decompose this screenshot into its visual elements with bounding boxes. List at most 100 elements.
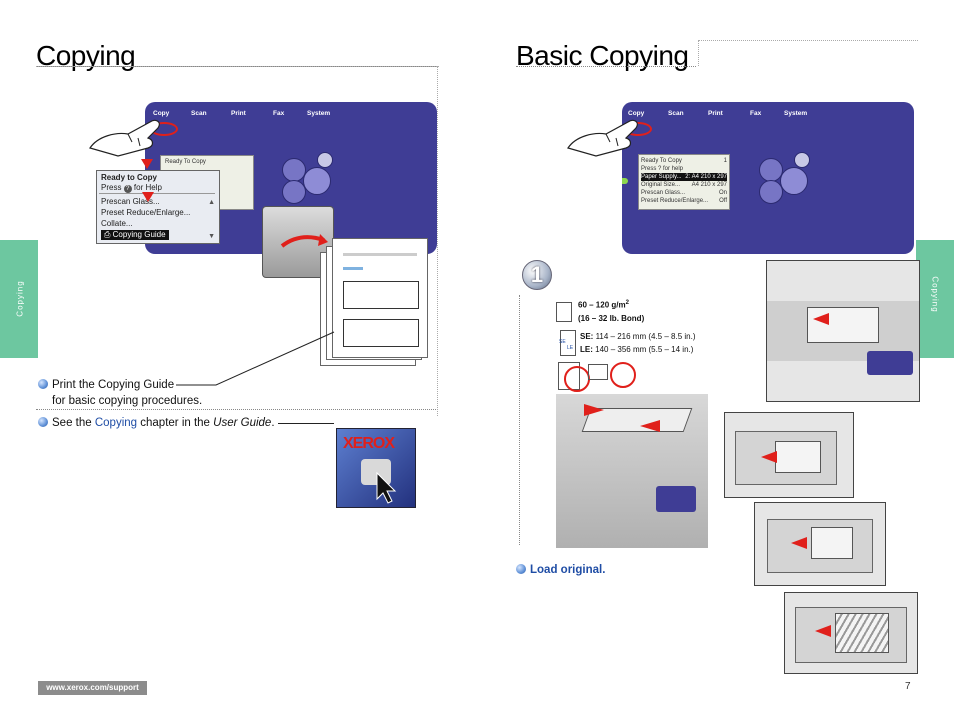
menu-item-prescan[interactable]: Prescan Glass... xyxy=(101,197,160,206)
panel-tabs: Copy Scan Print Fax System xyxy=(622,110,914,124)
step-caption: Load original. xyxy=(516,562,605,578)
bullet-icon xyxy=(516,564,526,574)
paper-size-icon: SE LE xyxy=(559,330,576,356)
original-document xyxy=(811,527,853,559)
menu-item-copying-guide[interactable]: ⎙ Copying Guide xyxy=(101,230,169,240)
support-url[interactable]: www.xerox.com/support xyxy=(38,681,147,695)
frame-right-edge xyxy=(437,66,438,416)
bullet-icon xyxy=(38,417,48,427)
scroll-down-icon: ▼ xyxy=(208,233,215,240)
original-document xyxy=(835,613,889,653)
glass-photo-1 xyxy=(766,260,920,402)
menu-item-collate[interactable]: Collate... xyxy=(101,219,133,228)
lcd-status: Ready To Copy xyxy=(165,159,206,165)
title-frame xyxy=(36,66,439,67)
le-range: LE: 140 – 356 mm (5.5 – 14 in.) xyxy=(580,345,694,354)
cursor-arrow-icon xyxy=(376,471,397,504)
side-tab-label: Copying xyxy=(930,276,940,313)
lcd-row[interactable]: Preset Reduce/Enlarge...Off xyxy=(641,198,727,204)
side-tab-left: Copying xyxy=(0,240,38,358)
guide-header-line xyxy=(343,253,417,256)
printer-icon: ⎙ xyxy=(104,230,111,239)
lcd-row-selected[interactable]: Paper Supply...2: A4 210 x 297 xyxy=(641,173,727,181)
placement-arrow-icon xyxy=(815,625,831,637)
nav-up-button[interactable] xyxy=(282,158,306,182)
side-tab-right: Copying xyxy=(916,240,954,358)
panel-tabs: Copy Scan Print Fax System xyxy=(145,110,437,124)
callout-line-1 xyxy=(176,331,335,386)
guide-accent-bar xyxy=(343,267,363,270)
down-arrow-icon-2 xyxy=(142,192,154,202)
menu-item-reduce-enlarge[interactable]: Preset Reduce/Enlarge... xyxy=(101,208,191,217)
hand-pointer-icon xyxy=(567,119,638,157)
tab-fax[interactable]: Fax xyxy=(750,110,762,117)
tab-print[interactable]: Print xyxy=(231,110,246,117)
bullet-print-guide-cont: for basic copying procedures. xyxy=(52,395,203,407)
page-number: 7 xyxy=(905,681,911,692)
tab-fax[interactable]: Fax xyxy=(273,110,285,117)
paper-icon xyxy=(556,302,572,322)
frame-top-right xyxy=(698,40,918,41)
nav-down-button[interactable] xyxy=(282,180,306,204)
lcd-row[interactable]: Original Size...A4 210 x 297 xyxy=(641,182,727,188)
placement-arrow-icon xyxy=(761,451,777,463)
output-arrow-icon xyxy=(280,234,328,248)
no-photos-icon xyxy=(564,366,590,392)
zoom-status-line2: Press ? for Help xyxy=(101,183,162,193)
step-illustration: 60 – 120 g/m2 (16 – 32 lb. Bond) SE LE S… xyxy=(556,298,708,548)
paper-weight-line1: 60 – 120 g/m2 xyxy=(578,300,629,310)
down-arrow-icon xyxy=(141,159,153,169)
zoom-divider xyxy=(99,193,215,194)
nav-down-button[interactable] xyxy=(759,180,783,204)
placement-arrow-icon xyxy=(791,537,807,549)
lcd-zoom-display: Ready to Copy Press ? for Help Prescan G… xyxy=(96,170,220,244)
tab-scan[interactable]: Scan xyxy=(191,110,207,117)
page-title-basic-copying: Basic Copying xyxy=(516,40,689,71)
bullet-print-guide: Print the Copying Guide xyxy=(38,377,174,393)
se-tag: SE xyxy=(559,339,566,345)
ok-button[interactable] xyxy=(303,167,331,195)
callout-line-2 xyxy=(278,423,334,424)
envelope-icon xyxy=(588,364,608,380)
ok-button[interactable] xyxy=(780,167,808,195)
lcd-row: Press ? for help xyxy=(641,166,684,172)
help-button[interactable] xyxy=(794,152,810,168)
guide-table-2 xyxy=(343,319,419,347)
no-clips-icon xyxy=(610,362,636,388)
page-title-copying: Copying xyxy=(36,40,136,71)
glass-photo-2 xyxy=(724,412,854,498)
le-tag: LE xyxy=(567,345,574,351)
step-number-badge: 1 xyxy=(522,260,552,290)
side-tab-label: Copying xyxy=(15,280,25,317)
xerox-software-icon[interactable]: XEROX xyxy=(336,428,416,508)
hand-pointer-icon xyxy=(89,119,160,157)
step-guide-line xyxy=(519,295,520,545)
bullet-icon xyxy=(38,379,48,389)
title-rule-right xyxy=(516,66,696,67)
printer-control-panel xyxy=(656,486,696,512)
xerox-logo: XEROX xyxy=(343,435,395,452)
scroll-up-icon: ▲ xyxy=(208,199,215,206)
printer-control-panel xyxy=(867,351,913,375)
tab-system[interactable]: System xyxy=(307,110,331,117)
placement-arrow-icon xyxy=(813,313,829,325)
zoom-status-line1: Ready to Copy xyxy=(101,173,158,182)
tab-copy[interactable]: Copy xyxy=(153,110,170,117)
tab-system[interactable]: System xyxy=(784,110,808,117)
printer-glyph-icon xyxy=(361,459,391,485)
help-icon: ? xyxy=(123,185,132,193)
copying-link[interactable]: Copying xyxy=(94,417,138,429)
se-range: SE: 114 – 216 mm (4.5 – 8.5 in.) xyxy=(580,332,696,341)
tab-print[interactable]: Print xyxy=(708,110,723,117)
help-button[interactable] xyxy=(317,152,333,168)
load-arrow-icon xyxy=(584,404,604,416)
tab-copy[interactable]: Copy xyxy=(628,110,645,117)
section-rule xyxy=(36,409,436,410)
guide-table-1 xyxy=(343,281,419,309)
lcd-row[interactable]: Prescan Glass...On xyxy=(641,190,727,196)
control-panel-right: Copy Scan Print Fax System Ready To Copy… xyxy=(622,102,914,254)
frame-left-right xyxy=(698,40,699,66)
tab-scan[interactable]: Scan xyxy=(668,110,684,117)
